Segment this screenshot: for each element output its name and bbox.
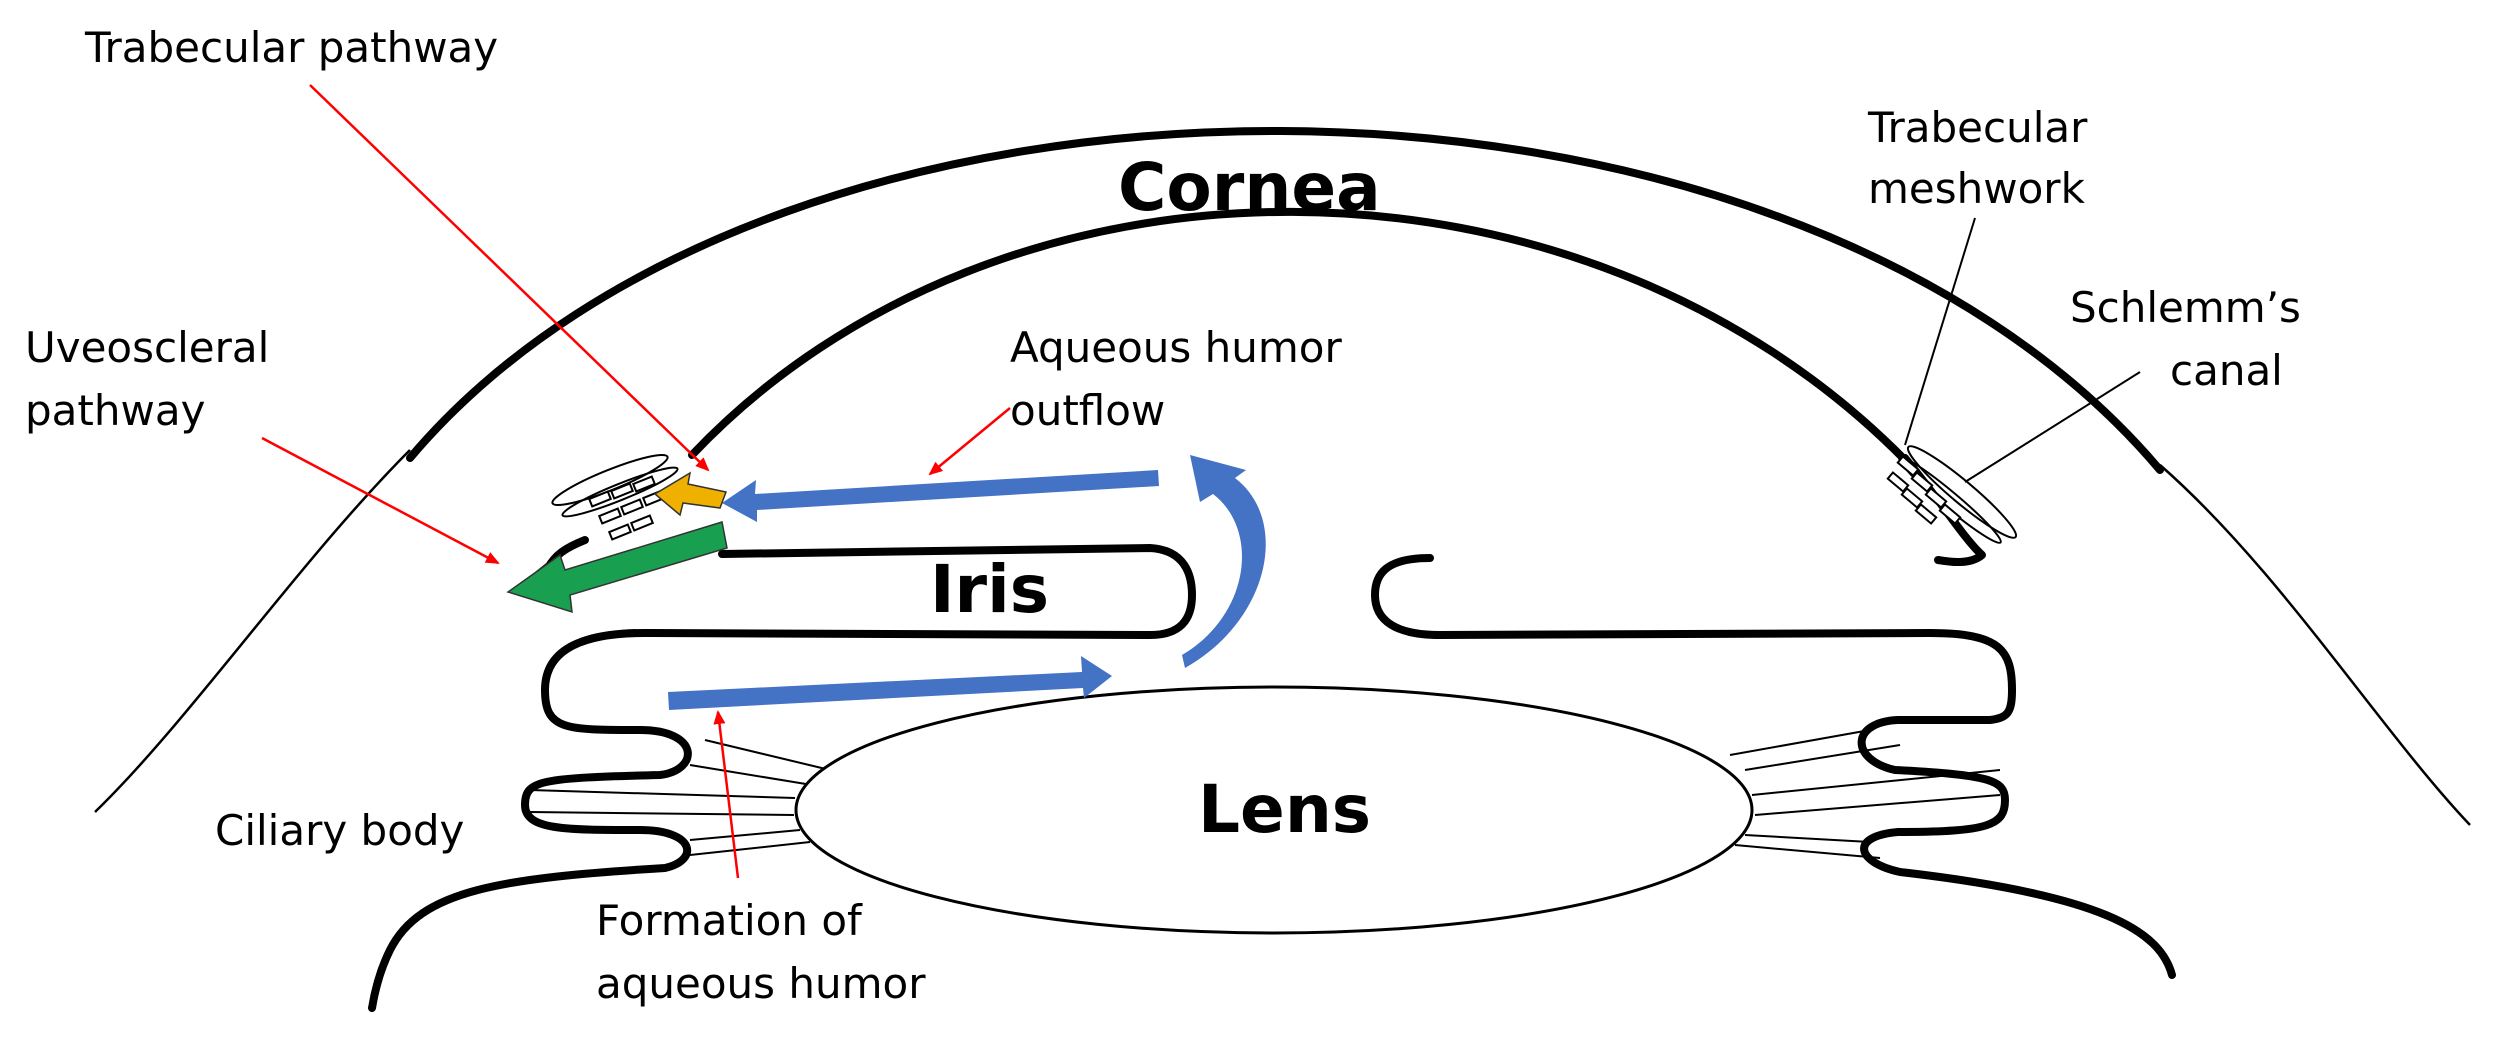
trabecular-meshwork-left [551,453,679,541]
label-trabecular-meshwork-1: Trabecular [1867,103,2088,152]
pointer-trabecular [309,84,710,472]
label-ciliary-body: Ciliary body [215,806,464,855]
formation-flow-arrow [668,656,1112,710]
pointer-outflow [928,407,1011,476]
label-trabecular-meshwork-2: meshwork [1868,164,2086,213]
curved-flow-arrow [1182,455,1266,668]
iris-left [368,544,1196,1012]
label-formation-2: aqueous humor [596,959,926,1008]
sclera-outline-right [2159,464,2471,826]
uveoscleral-flow-arrow [506,521,728,614]
trabecular-flow-arrow [653,471,728,517]
label-lens: Lens [1198,771,1371,848]
label-cornea: Cornea [1118,149,1381,226]
trabecular-meshwork-right [1886,445,2018,544]
label-aqueous-outflow-2: outflow [1010,386,1165,435]
label-schlemms-canal-1: Schlemm’s [2070,283,2301,332]
zonules-left [529,739,831,856]
label-iris: Iris [930,551,1049,628]
zonules-right [1729,729,2001,859]
pointer-uveoscleral [261,436,500,565]
pointer-meshwork [1904,217,1976,446]
lens [794,685,1754,935]
outflow-arrow [722,470,1159,522]
label-uveoscleral-1: Uveoscleral [25,323,269,372]
iris-right [1371,554,2176,979]
cornea-inner [688,207,1909,464]
label-uveoscleral-2: pathway [25,386,205,435]
cornea-outer [406,127,2164,474]
label-formation-1: Formation of [596,896,863,945]
pointer-formation [713,710,740,879]
label-trabecular-pathway: Trabecular pathway [84,23,498,72]
label-aqueous-outflow-1: Aqueous humor [1010,323,1343,372]
pointer-schlemm [1964,371,2141,483]
label-schlemms-canal-2: canal [2170,346,2283,395]
sclera-outline [94,449,411,813]
